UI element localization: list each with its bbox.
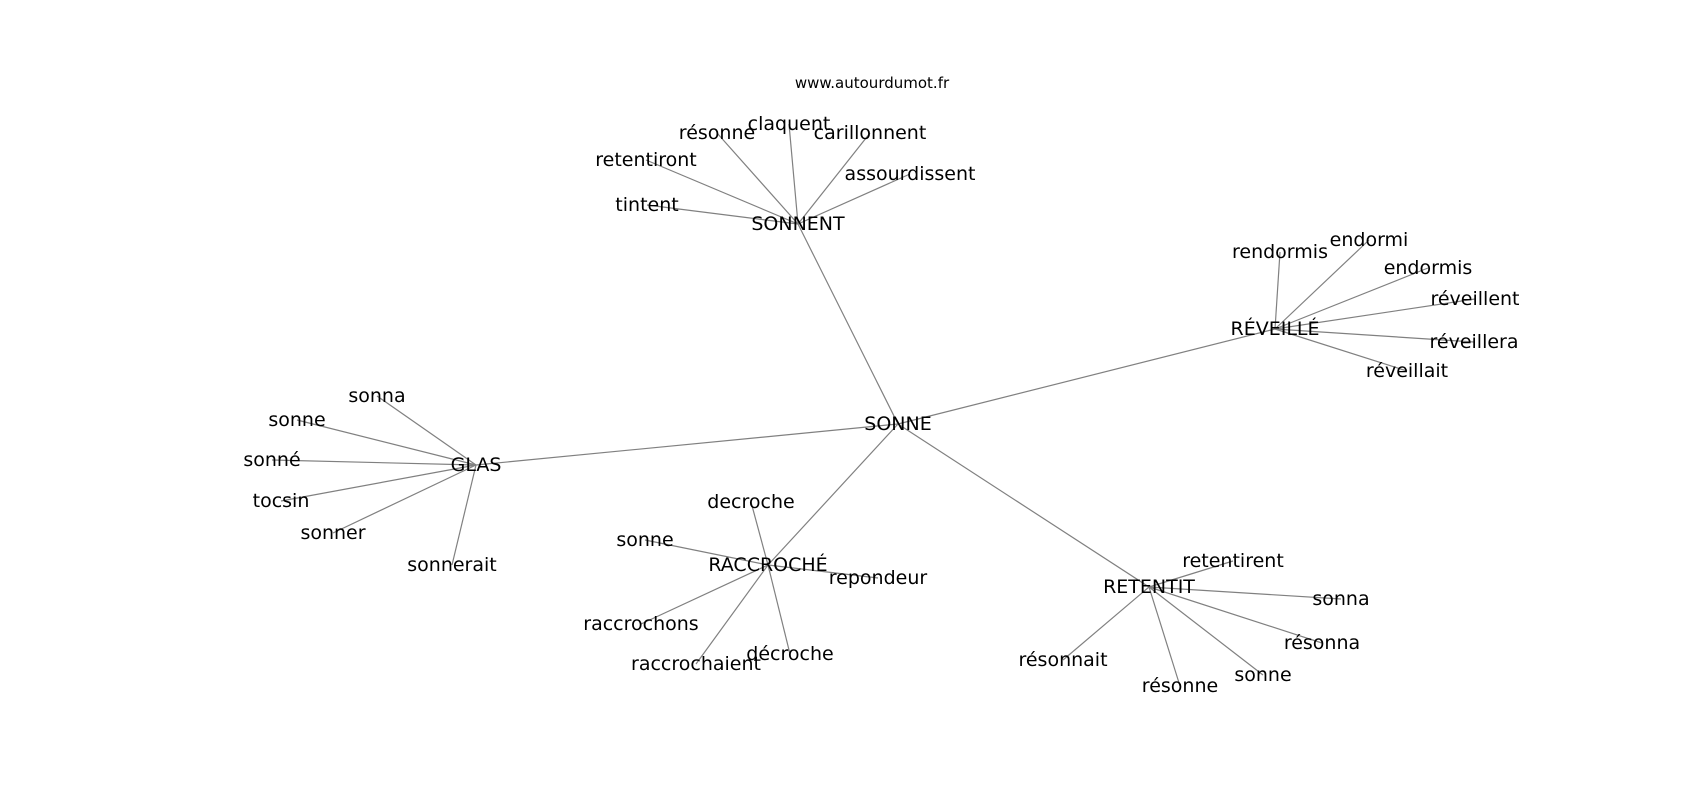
leaf-word-reveille-4: réveillera — [1430, 331, 1519, 353]
hub-word-sonnent: SONNENT — [751, 213, 845, 235]
leaf-word-reveille-2: endormis — [1384, 257, 1473, 279]
leaf-word-glas-1: sonne — [268, 409, 325, 431]
edge-glas-4 — [332, 464, 477, 534]
edges-layer — [271, 123, 1476, 687]
leaf-word-raccroche-2: repondeur — [829, 567, 928, 589]
leaf-word-retentit-4: résonne — [1142, 675, 1218, 697]
leaf-word-glas-5: sonnerait — [407, 554, 496, 576]
leaf-word-reveille-3: réveillent — [1430, 288, 1519, 310]
edge-retentit-3 — [1148, 586, 1264, 676]
leaf-word-retentit-0: retentirent — [1182, 550, 1284, 572]
edge-raccroche-0 — [750, 501, 769, 566]
edge-root-retentit — [897, 423, 1150, 588]
edge-reveille-0 — [1274, 251, 1281, 330]
leaf-word-sonnent-0: tintent — [615, 194, 678, 216]
leaf-word-sonnent-2: résonne — [679, 122, 755, 144]
edge-reveille-2 — [1274, 267, 1429, 330]
leaf-word-retentit-1: sonna — [1312, 588, 1369, 610]
leaf-word-glas-2: sonné — [243, 449, 300, 471]
edge-sonnent-0 — [646, 204, 799, 225]
leaf-word-raccroche-4: raccrochaient — [631, 653, 761, 675]
leaf-word-sonnent-4: carillonnent — [814, 122, 927, 144]
edge-retentit-5 — [1062, 586, 1150, 661]
edge-root-sonnent — [797, 223, 899, 425]
edge-sonnent-2 — [716, 132, 799, 225]
leaf-word-glas-0: sonna — [348, 385, 405, 407]
hub-word-reveille: RÉVEILLÉ — [1231, 317, 1320, 340]
edge-sonnent-1 — [645, 159, 799, 225]
edge-reveille-5 — [1274, 328, 1408, 372]
edge-sonnent-5 — [797, 173, 911, 225]
edge-glas-2 — [271, 459, 477, 466]
edge-root-glas — [475, 423, 899, 466]
source-url: www.autourdumot.fr — [795, 74, 950, 92]
hub-word-retentit: RETENTIT — [1103, 576, 1195, 598]
edge-raccroche-2 — [767, 564, 879, 579]
edge-raccroche-1 — [644, 539, 769, 566]
leaf-word-sonnent-3: claquent — [748, 113, 831, 135]
leaf-word-glas-4: sonner — [300, 522, 365, 544]
edge-root-raccroche — [767, 423, 899, 566]
leaf-word-raccroche-1: sonne — [616, 529, 673, 551]
leaf-word-retentit-3: sonne — [1234, 664, 1291, 686]
leaf-word-retentit-5: résonnait — [1018, 649, 1107, 671]
leaf-word-glas-3: tocsin — [253, 490, 310, 512]
edge-retentit-1 — [1148, 586, 1342, 600]
edge-retentit-4 — [1148, 586, 1181, 687]
leaf-word-reveille-0: rendormis — [1232, 241, 1328, 263]
leaf-word-sonnent-1: retentiront — [595, 149, 697, 171]
hub-word-raccroche: RACCROCHÉ — [708, 553, 827, 576]
edge-retentit-2 — [1148, 586, 1323, 644]
edge-glas-5 — [451, 464, 477, 566]
edge-glas-0 — [376, 395, 477, 466]
leaf-word-raccroche-0: decroche — [707, 491, 794, 513]
leaf-word-reveille-1: endormi — [1330, 229, 1409, 251]
edge-retentit-0 — [1148, 560, 1234, 588]
leaf-word-raccroche-3: raccrochons — [583, 613, 698, 635]
edge-raccroche-4 — [695, 564, 769, 665]
edge-reveille-4 — [1274, 328, 1475, 343]
leaf-word-retentit-2: résonna — [1284, 632, 1360, 654]
root-word: SONNE — [864, 413, 931, 435]
edge-glas-1 — [296, 419, 477, 466]
leaf-word-raccroche-5: décroche — [746, 643, 833, 665]
hub-word-glas: GLAS — [451, 454, 502, 476]
labels-layer: tintentretentirontrésonneclaquentcarillo… — [243, 113, 1519, 697]
edge-reveille-1 — [1274, 239, 1370, 330]
edge-raccroche-3 — [640, 564, 769, 625]
edge-reveille-3 — [1274, 298, 1476, 330]
leaf-word-reveille-5: réveillait — [1366, 360, 1448, 382]
edge-root-reveille — [897, 328, 1276, 425]
edge-sonnent-3 — [788, 123, 799, 225]
leaf-word-sonnent-5: assourdissent — [845, 163, 976, 185]
edge-sonnent-4 — [797, 132, 871, 225]
edge-glas-3 — [280, 464, 477, 502]
edge-raccroche-5 — [767, 564, 791, 655]
